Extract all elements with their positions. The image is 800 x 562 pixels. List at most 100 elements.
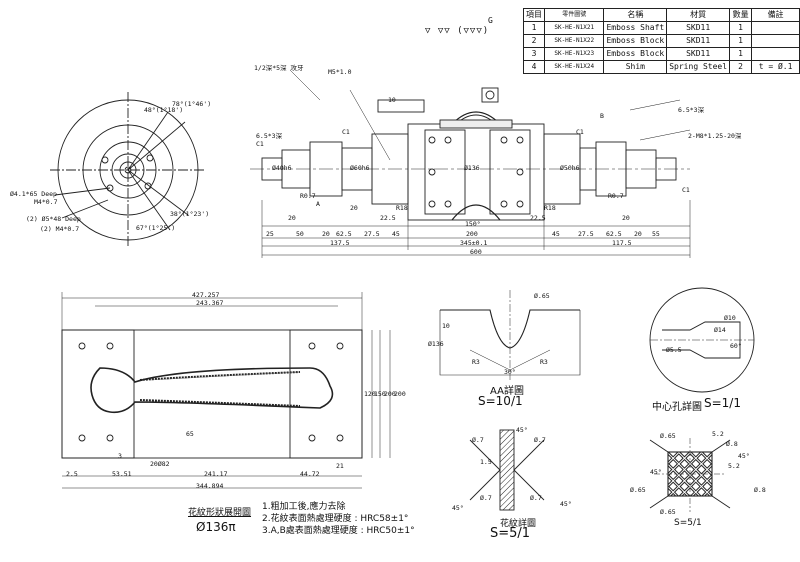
- dim-label: R3: [472, 358, 480, 366]
- bom-cell: 1: [523, 21, 545, 35]
- dim-label: 50: [296, 230, 304, 238]
- dim-label: 20: [634, 230, 642, 238]
- bom-cell: 3: [523, 47, 545, 61]
- dim-label: 21: [336, 462, 344, 470]
- dim-label: C1: [342, 128, 350, 136]
- dim-label: (2) M4*0.7: [40, 225, 80, 233]
- dim-label: 45: [552, 230, 560, 238]
- dim-label: 20: [288, 214, 296, 222]
- dim-label: 10: [388, 96, 396, 104]
- dim-label: 30°: [504, 368, 516, 376]
- dim-label: 48°(1°18'): [144, 106, 184, 114]
- center-hole-scale: S=1/1: [704, 396, 741, 410]
- pattern-layout-title: 花紋形狀展開圖: [188, 508, 252, 518]
- dim-label: C1: [256, 140, 264, 148]
- dim-label: 6.5*3深: [678, 106, 705, 114]
- dim-label: 45°: [452, 504, 464, 512]
- bom-cell: [751, 21, 800, 35]
- bom-row: 4 SK-HE-N1X24 Shim Spring Steel 2 t = Ø.…: [523, 60, 800, 74]
- dim-label: A: [316, 200, 320, 208]
- bom-cell: SKD11: [666, 47, 731, 61]
- pattern-layout-value: Ø136π: [196, 520, 236, 534]
- bom-header: 數量: [729, 8, 753, 22]
- dim-label: 38°(1°23'): [170, 210, 210, 218]
- dim-label: Ø.65: [660, 508, 676, 516]
- knurl-detail-2-scale: S=5/1: [674, 518, 702, 528]
- dim-label: Ø40h6: [272, 164, 292, 172]
- note-line: 2.花紋表面熱處理硬度 : HRC58±1°: [262, 514, 409, 524]
- bom-header: 零件圖號: [543, 8, 605, 22]
- dim-label: Ø10: [724, 314, 736, 322]
- bom-cell: SKD11: [666, 34, 731, 48]
- dim-label: B: [600, 112, 604, 120]
- dim-label: 62.5: [336, 230, 352, 238]
- bom-row: 1 SK-HE-N1X21 Emboss Shaft SKD11 1: [523, 21, 800, 35]
- bom-row: 3 SK-HE-N1X23 Emboss Block SKD11 1: [523, 47, 800, 61]
- dim-label: (2) Ø5*48 Deep: [26, 215, 81, 223]
- drawing-notes: 1.粗加工後,應力去除 2.花紋表面熱處理硬度 : HRC58±1° 3.A,B…: [262, 501, 415, 537]
- finish-symbols: ▽ ▽▽ (▽▽▽): [425, 26, 490, 36]
- dim-label: Ø.8: [754, 486, 766, 494]
- dim-label: 67°(1°25'): [136, 224, 176, 232]
- dim-label: 1.5: [480, 458, 492, 466]
- dim-label: R3: [540, 358, 548, 366]
- dim-label: 65: [186, 430, 194, 438]
- dim-label: Ø136: [428, 340, 444, 348]
- dim-label: Ø5.5: [666, 346, 682, 354]
- knurl-detail-scale: S=5/1: [490, 526, 531, 541]
- dim-label: R0.7: [608, 192, 624, 200]
- dim-label: Ø.7: [530, 494, 542, 502]
- pattern-layout-view: [61, 292, 391, 489]
- bom-header: 材質: [666, 8, 731, 22]
- dim-label: 45°: [650, 468, 662, 476]
- bom-table: 項目 零件圖號 名稱 材質 數量 備註 1 SK-HE-N1X21 Emboss…: [523, 8, 800, 74]
- dim-label: 45°: [560, 500, 572, 508]
- note-line: 3.A,B處表面熱處理硬度 : HRC50±1°: [262, 526, 415, 536]
- bom-cell: [751, 47, 800, 61]
- bom-cell: 1: [729, 34, 753, 48]
- dim-label: 200: [394, 390, 406, 398]
- bom-cell: SK-HE-N1X23: [543, 47, 605, 61]
- dim-label: Ø.65: [630, 486, 646, 494]
- dim-label: 1/2深*5深 攻牙: [254, 64, 304, 72]
- dim-label: 20Ø82: [150, 460, 170, 468]
- finish-grade: G: [488, 16, 493, 25]
- dim-label: 137.5: [330, 239, 350, 247]
- dim-label: Ø50h6: [560, 164, 580, 172]
- bom-cell: 1: [729, 21, 753, 35]
- dim-label: 20: [350, 204, 358, 212]
- dim-label: 5.2: [712, 430, 724, 438]
- dim-label: 243.367: [196, 299, 224, 307]
- dim-label: 44.72: [300, 470, 320, 478]
- bom-cell: Emboss Block: [603, 34, 668, 48]
- dim-label: 345±0.1: [460, 239, 488, 247]
- end-view: [50, 92, 206, 248]
- dim-label: 45°: [738, 452, 750, 460]
- dim-label: 60°: [730, 342, 742, 350]
- dim-label: Ø.7: [534, 436, 546, 444]
- dim-label: 427.257: [192, 291, 220, 299]
- dim-label: M4*0.7: [34, 198, 58, 206]
- bom-header: 名稱: [603, 8, 668, 22]
- dim-label: 5.2: [728, 462, 740, 470]
- dim-label: 20: [622, 214, 630, 222]
- dim-label: Ø136: [464, 164, 480, 172]
- dim-label: 2-M8*1.25-20深: [688, 132, 742, 140]
- dim-label: 78°(1°46'): [172, 100, 212, 108]
- dim-label: Ø14: [714, 326, 726, 334]
- knurl-detail-view: [469, 429, 545, 511]
- dim-label: R18: [396, 204, 408, 212]
- dim-label: 62.5: [606, 230, 622, 238]
- dim-label: 120: [364, 390, 376, 398]
- dim-label: C1: [682, 186, 690, 194]
- dim-label: Ø60h6: [350, 164, 370, 172]
- dim-label: 25: [266, 230, 274, 238]
- dim-label: Ø4.1*65 Deep: [10, 190, 57, 198]
- center-hole-title: 中心孔詳圖: [652, 402, 702, 413]
- dim-label: 27.5: [578, 230, 594, 238]
- dim-label: Ø.7: [472, 436, 484, 444]
- bom-header-row: 項目 零件圖號 名稱 材質 數量 備註: [523, 8, 800, 22]
- dim-label: Ø.8: [726, 440, 738, 448]
- dim-label: 22.5: [380, 214, 396, 222]
